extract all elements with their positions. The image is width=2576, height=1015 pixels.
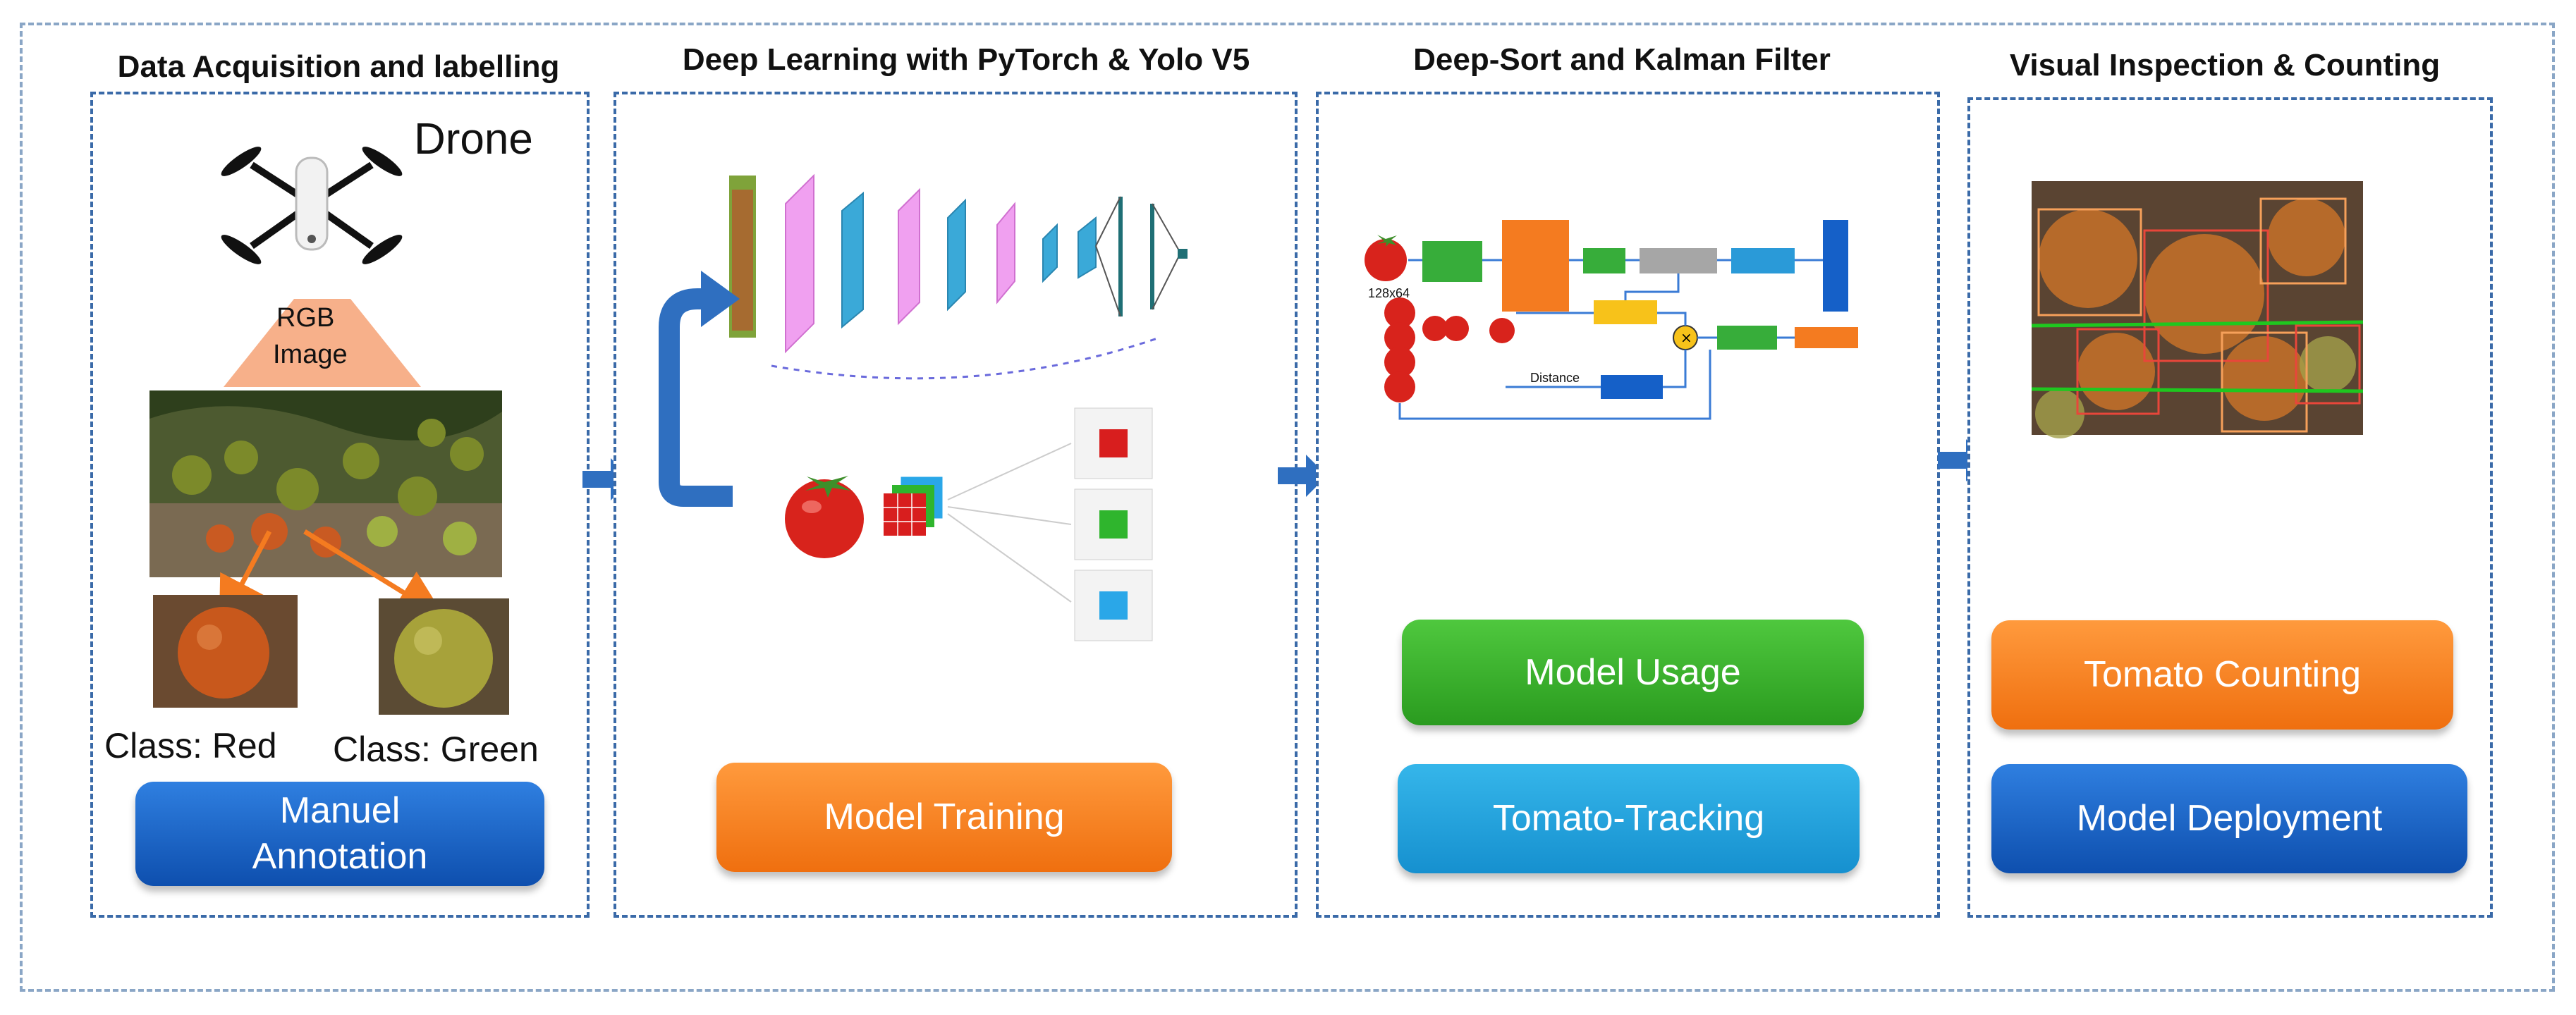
outer-frame (20, 23, 2555, 992)
drone-label: Drone (414, 115, 533, 164)
annotation-line2: Annotation (252, 836, 428, 877)
svg-text:×: × (1680, 329, 1692, 346)
tomato-icon (785, 476, 864, 558)
model-deployment-button[interactable]: Model Deployment (1991, 764, 2467, 873)
input-size-label: 128x64 (1368, 286, 1410, 300)
deep-sort-pipeline-diagram: × (1365, 220, 1858, 420)
stage-inspection: Tomato Counting Model Deployment (1967, 97, 2493, 918)
stage-title-inspection: Visual Inspection & Counting (2009, 48, 2441, 82)
stage-tracking: × 128x64 Distance Model Usage Tomato-Tra… (1316, 92, 1940, 918)
tomato-counting-button[interactable]: Tomato Counting (1991, 620, 2453, 730)
class-green-label: Class: Green (333, 730, 539, 769)
annotation-line1: Manuel (279, 790, 401, 831)
distance-label: Distance (1530, 371, 1580, 385)
stage-training: Model Training (614, 92, 1298, 918)
rgb-label-line2: Image (273, 340, 348, 369)
feedback-curved-arrow (659, 271, 740, 507)
stage-acquisition: Drone RGB Image Class: Red Class: Green … (90, 92, 590, 918)
rgb-channels-icon (884, 476, 944, 536)
stage-title-tracking: Deep-Sort and Kalman Filter (1413, 42, 1831, 77)
detection-result-photo (2031, 181, 2364, 438)
rgb-label-line1: RGB (276, 303, 335, 333)
channel-grid-diagram (947, 407, 1153, 641)
manuel-annotation-button[interactable]: Manuel Annotation (135, 782, 544, 886)
model-usage-button[interactable]: Model Usage (1402, 620, 1864, 725)
tomato-tracking-button[interactable]: Tomato-Tracking (1398, 764, 1860, 873)
crop-arrows (219, 529, 446, 628)
red-tomato-crop (153, 595, 298, 708)
flow-arrow-2 (1278, 455, 1327, 497)
cnn-architecture-diagram (729, 173, 1188, 380)
model-training-button[interactable]: Model Training (716, 763, 1172, 872)
stage-title-acquisition: Data Acquisition and labelling (117, 49, 560, 84)
rgb-image-trapezoid (224, 299, 421, 387)
drone-icon (221, 147, 403, 264)
stage-title-training: Deep Learning with PyTorch & Yolo V5 (682, 42, 1250, 77)
class-red-label: Class: Red (104, 726, 277, 765)
green-tomato-crop (379, 598, 509, 715)
